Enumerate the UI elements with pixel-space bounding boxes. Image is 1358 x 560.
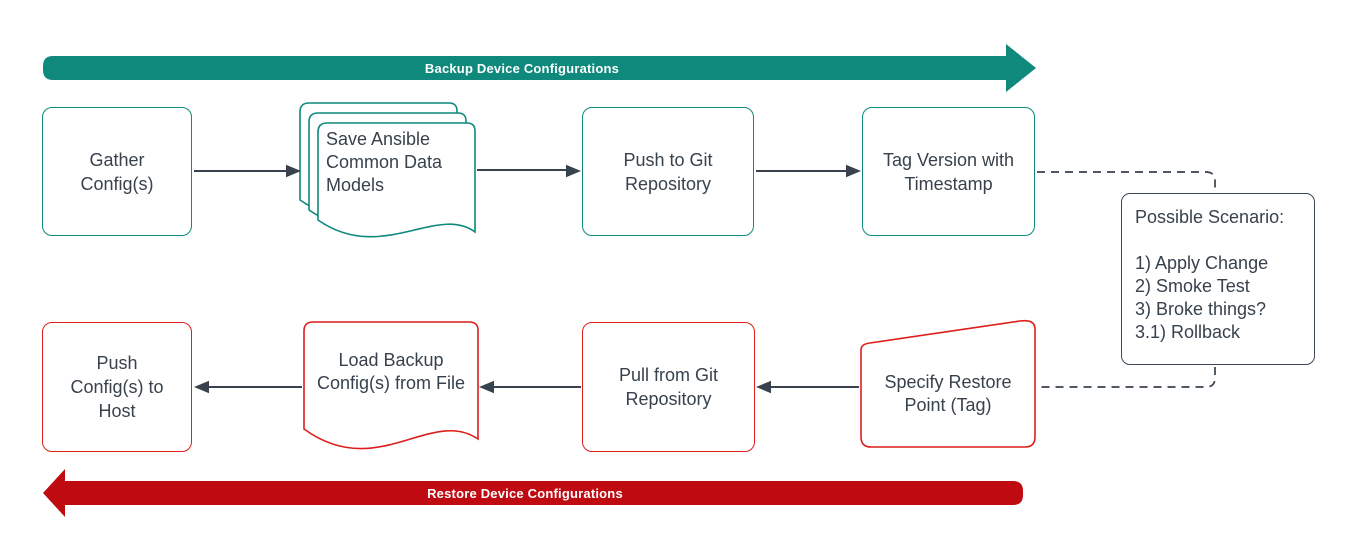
note-item: 3.1) Rollback bbox=[1135, 322, 1241, 342]
step-label: Load Backup Config(s) from File bbox=[316, 350, 466, 393]
possible-scenario-note: Possible Scenario: 1) Apply Change 2) Sm… bbox=[1121, 193, 1315, 365]
step-gather-configs: Gather Config(s) bbox=[42, 107, 192, 236]
connector-save-to-push bbox=[477, 164, 581, 178]
note-item: 3) Broke things? bbox=[1135, 299, 1267, 319]
note-item: 1) Apply Change bbox=[1135, 253, 1269, 273]
step-specify-restore-point: Specify Restore Point (Tag) bbox=[860, 319, 1037, 452]
multi-document-shape bbox=[299, 102, 476, 238]
connector-note-to-specify-dashed bbox=[1039, 367, 1216, 388]
document-shape bbox=[303, 321, 479, 450]
restore-banner-label: Restore Device Configurations bbox=[427, 485, 623, 501]
step-label: Pull from Git Repository bbox=[618, 365, 719, 409]
note-item: 2) Smoke Test bbox=[1135, 276, 1250, 296]
step-push-to-git: Push to Git Repository bbox=[582, 107, 754, 236]
step-label: Push to Git Repository bbox=[623, 149, 713, 194]
step-label: Gather Config(s) bbox=[80, 149, 154, 194]
connector-gather-to-save bbox=[194, 164, 301, 178]
step-load-backup-configs: Load Backup Config(s) from File bbox=[303, 321, 479, 457]
manual-operation-shape bbox=[860, 319, 1036, 448]
note-title: Possible Scenario: bbox=[1135, 207, 1285, 227]
step-label: Push Config(s) to Host bbox=[70, 353, 164, 421]
connector-push-to-tag bbox=[756, 164, 861, 178]
restore-flow-banner: Restore Device Configurations bbox=[42, 468, 1033, 518]
right-arrow-banner-shape bbox=[43, 44, 1036, 92]
connector-tag-to-note-dashed bbox=[1037, 171, 1216, 191]
step-save-ansible-models: Save Ansible Common Data Models bbox=[299, 102, 477, 250]
step-label: Specify Restore Point (Tag) bbox=[884, 372, 1012, 415]
left-arrow-banner-shape bbox=[43, 469, 1023, 517]
backup-flow-banner: Backup Device Configurations bbox=[42, 43, 1037, 93]
step-label: Tag Version with Timestamp bbox=[882, 149, 1015, 194]
step-pull-from-git: Pull from Git Repository bbox=[582, 322, 755, 452]
step-tag-version: Tag Version with Timestamp bbox=[862, 107, 1035, 236]
connector-specify-to-pull bbox=[756, 380, 859, 394]
step-label: Save Ansible Common Data Models bbox=[326, 129, 443, 195]
connector-pull-to-load bbox=[479, 380, 581, 394]
backup-banner-label: Backup Device Configurations bbox=[424, 60, 620, 76]
step-push-configs-to-host: Push Config(s) to Host bbox=[42, 322, 192, 452]
connector-load-to-pushhost bbox=[194, 380, 302, 394]
note-spacer bbox=[1135, 229, 1302, 252]
